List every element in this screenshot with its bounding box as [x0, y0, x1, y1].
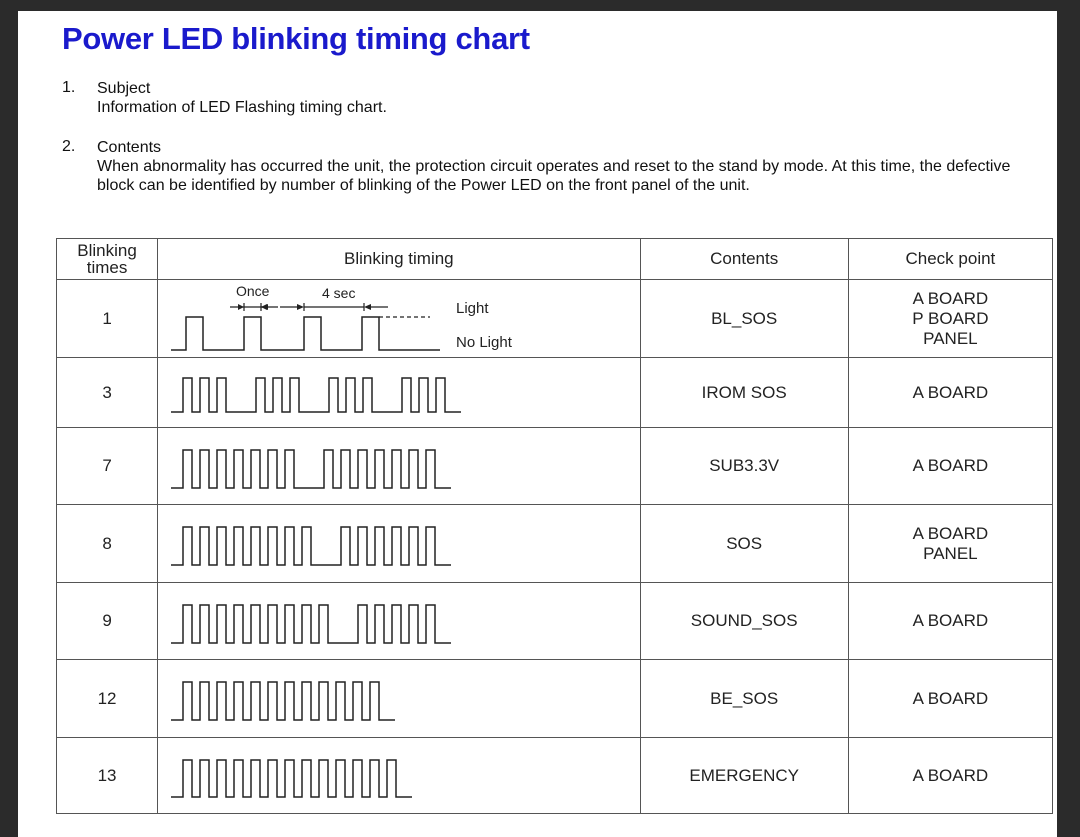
pulse-train [171, 758, 413, 798]
pulse-train [171, 525, 452, 566]
check-point-cell: A BOARD [847, 737, 1054, 814]
section-text: When abnormality has occurred the unit, … [97, 158, 1011, 194]
contents-cell: SOUND_SOS [639, 582, 849, 660]
header-check-point: Check point [847, 238, 1054, 280]
table-row: 3 IROM SOS A BOARD [55, 357, 1054, 428]
contents-cell: SOS [639, 504, 849, 583]
blink-times: 13 [55, 737, 159, 814]
section-number: 1. [62, 79, 76, 96]
waveform-row-13 [171, 758, 413, 798]
check-point-item: P BOARD [912, 308, 989, 328]
check-point-item: PANEL [923, 543, 978, 563]
section-text: Information of LED Flashing timing chart… [97, 99, 387, 116]
contents-cell: SUB3.3V [639, 427, 849, 505]
blink-timing-cell [157, 737, 641, 814]
header-times-line2: times [86, 258, 128, 277]
waveform-row-1: Once 4 sec Light No Light [171, 283, 513, 351]
check-point-item: A BOARD [912, 456, 989, 475]
check-point-item: A BOARD [912, 688, 989, 708]
contents-cell: EMERGENCY [639, 737, 849, 814]
blink-timing-cell [157, 427, 641, 505]
legend-once-label: Once [236, 283, 270, 299]
check-point-cell: A BOARD PANEL [847, 504, 1054, 583]
blink-times: 9 [55, 582, 159, 660]
check-point-cell: A BOARD P BOARD PANEL [847, 279, 1054, 358]
blink-timing-cell [157, 504, 641, 583]
check-point-item: A BOARD [912, 765, 989, 785]
blink-timing-cell [157, 357, 641, 428]
table-row: 8 SOS A BOARD PANEL [55, 504, 1054, 583]
blink-times: 7 [55, 427, 159, 505]
table-row: 9 SOUND_SOS A BOARD [55, 582, 1054, 660]
check-point-cell: A BOARD [847, 357, 1054, 428]
contents-cell: BL_SOS [639, 279, 849, 358]
waveform-row-8 [171, 525, 452, 566]
legend-no-light-label: No Light [456, 334, 513, 351]
check-point-cell: A BOARD [847, 427, 1054, 505]
header-contents: Contents [639, 238, 849, 280]
table-row: 7 SUB3.3V A BOARD [55, 427, 1054, 505]
legend-period-label: 4 sec [322, 285, 355, 301]
check-point-item: A BOARD [912, 382, 989, 402]
check-point-item: A BOARD [912, 611, 989, 630]
blink-timing-cell [157, 659, 641, 738]
waveform-row-7 [171, 448, 452, 489]
pulse-train [171, 376, 462, 413]
blink-times: 1 [55, 279, 159, 358]
section-number: 2. [62, 138, 76, 155]
pulse-train [171, 680, 396, 721]
pulse-train [171, 603, 452, 644]
check-point-cell: A BOARD [847, 582, 1054, 660]
blink-times: 12 [55, 659, 159, 738]
waveform-row-12 [171, 680, 396, 721]
header-times-line1: Blinking [77, 241, 137, 260]
document-page: Power LED blinking timing chart 1. Subje… [18, 11, 1057, 837]
check-point-item: A BOARD [912, 288, 989, 308]
blink-timing-cell: Once 4 sec Light No Light [157, 279, 641, 358]
led-timing-table: Blinking times Blinking timing Contents … [55, 238, 1054, 814]
section-heading: Subject [97, 80, 151, 97]
check-point-item: PANEL [923, 328, 978, 348]
contents-cell: BE_SOS [639, 659, 849, 738]
pulse-train [171, 448, 452, 489]
check-point-cell: A BOARD [847, 659, 1054, 738]
section-heading: Contents [97, 139, 162, 156]
blink-timing-cell [157, 582, 641, 660]
contents-cell: IROM SOS [639, 357, 849, 428]
blink-times: 3 [55, 357, 159, 428]
header-blinking-timing: Blinking timing [157, 238, 641, 280]
waveform-row-3 [171, 376, 462, 413]
table-row: 13 EMERGENCY A BOARD [55, 737, 1054, 814]
blink-times: 8 [55, 504, 159, 583]
legend-light-label: Light [456, 300, 489, 317]
table-row: 1 [55, 279, 1054, 358]
header-blinking-times: Blinking times [55, 238, 159, 280]
page-title: Power LED blinking timing chart [62, 21, 530, 56]
waveform-row-9 [171, 603, 452, 644]
table-header-row: Blinking times Blinking timing Contents … [55, 238, 1054, 280]
check-point-item: A BOARD [912, 523, 989, 543]
table-row: 12 BE_SOS A BOARD [55, 659, 1054, 738]
